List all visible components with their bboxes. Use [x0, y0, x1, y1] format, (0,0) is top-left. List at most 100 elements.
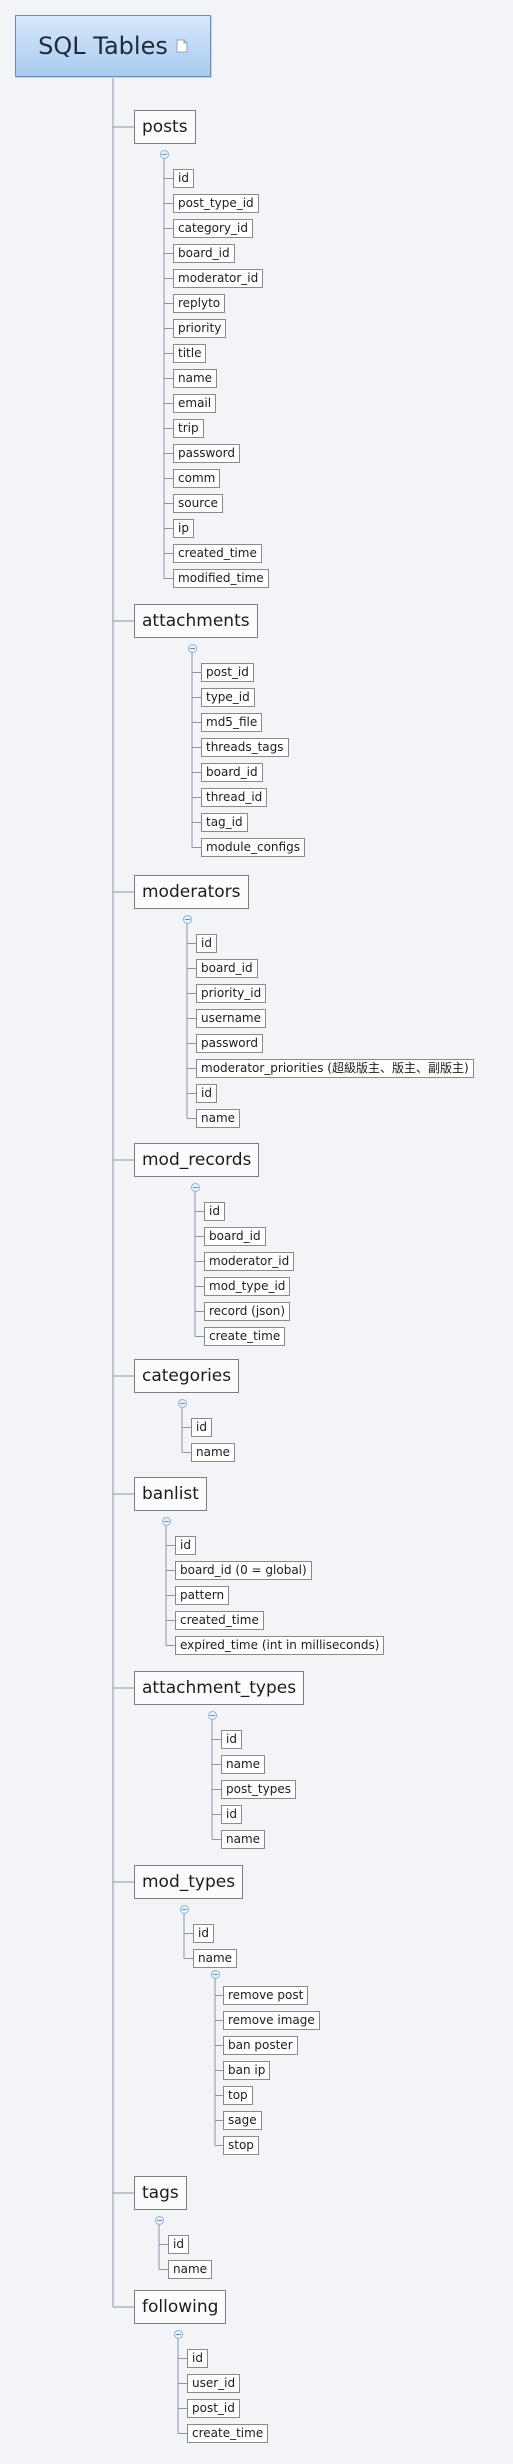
- field-expired-time[interactable]: expired_time (int in milliseconds): [175, 1636, 385, 1655]
- action-ban-poster[interactable]: ban poster: [223, 2036, 298, 2055]
- collapse-toggle-icon[interactable]: [210, 1969, 220, 1979]
- table-categories[interactable]: categories: [134, 1359, 240, 1393]
- action-remove-image[interactable]: remove image: [223, 2011, 320, 2030]
- field-priority-id[interactable]: priority_id: [196, 984, 267, 1003]
- field-threads-tags-label: threads_tags: [206, 740, 284, 754]
- field-tag-id[interactable]: tag_id: [201, 813, 248, 832]
- collapse-toggle-icon[interactable]: [159, 149, 169, 159]
- field-user-id-label: user_id: [192, 2376, 236, 2390]
- field-expired-time-label: expired_time (int in milliseconds): [180, 1638, 380, 1652]
- action-sage[interactable]: sage: [223, 2111, 262, 2130]
- collapse-toggle-icon[interactable]: [161, 1516, 171, 1526]
- collapse-toggle-icon[interactable]: [190, 1182, 200, 1192]
- field-replyto[interactable]: replyto: [173, 294, 226, 313]
- field-board-id[interactable]: board_id: [173, 244, 235, 263]
- table-posts[interactable]: posts: [134, 110, 196, 144]
- field-name[interactable]: name: [168, 2260, 213, 2279]
- field-id[interactable]: id: [173, 169, 194, 188]
- action-ban-ip[interactable]: ban ip: [223, 2061, 271, 2080]
- field-category-id[interactable]: category_id: [173, 219, 253, 238]
- field-board-id[interactable]: board_id (0 = global): [175, 1561, 312, 1580]
- field-id[interactable]: id: [168, 2235, 189, 2254]
- field-board-id[interactable]: board_id: [196, 959, 258, 978]
- field-name[interactable]: name: [191, 1443, 236, 1462]
- field-pattern[interactable]: pattern: [175, 1586, 230, 1605]
- field-post-id[interactable]: post_id: [187, 2399, 240, 2418]
- field-id[interactable]: id: [204, 1202, 225, 1221]
- field-id[interactable]: id: [193, 1924, 214, 1943]
- field-threads-tags[interactable]: threads_tags: [201, 738, 289, 757]
- action-top[interactable]: top: [223, 2086, 253, 2105]
- collapse-toggle-icon[interactable]: [177, 1398, 187, 1408]
- field-user-id[interactable]: user_id: [187, 2374, 241, 2393]
- field-name[interactable]: name: [173, 369, 218, 388]
- field-name[interactable]: name: [221, 1830, 266, 1849]
- root-node[interactable]: SQL Tables: [15, 15, 211, 77]
- field-comm[interactable]: comm: [173, 469, 221, 488]
- field-mod-type-id[interactable]: mod_type_id: [204, 1277, 291, 1296]
- field-id[interactable]: id: [187, 2349, 208, 2368]
- table-banlist[interactable]: banlist: [134, 1477, 207, 1511]
- field-moderator-id[interactable]: moderator_id: [173, 269, 264, 288]
- field-replyto-label: replyto: [178, 296, 221, 310]
- field-thread-id[interactable]: thread_id: [201, 788, 268, 807]
- field-username[interactable]: username: [196, 1009, 266, 1028]
- table-mod-records[interactable]: mod_records: [134, 1143, 260, 1177]
- field-password[interactable]: password: [173, 444, 240, 463]
- field-modified-time[interactable]: modified_time: [173, 569, 269, 588]
- field-id[interactable]: id: [196, 1084, 217, 1103]
- field-title[interactable]: title: [173, 344, 207, 363]
- table-tags[interactable]: tags: [134, 2176, 187, 2210]
- field-ip-label: ip: [178, 521, 189, 535]
- table-moderators[interactable]: moderators: [134, 875, 249, 909]
- collapse-toggle-icon[interactable]: [154, 2215, 164, 2225]
- field-source[interactable]: source: [173, 494, 223, 513]
- table-tags-label: tags: [142, 2183, 179, 2203]
- action-stop[interactable]: stop: [223, 2136, 259, 2155]
- field-ip[interactable]: ip: [173, 519, 194, 538]
- field-post-types[interactable]: post_types: [221, 1780, 296, 1799]
- field-post-type-id[interactable]: post_type_id: [173, 194, 259, 213]
- field-moderator-id[interactable]: moderator_id: [204, 1252, 295, 1271]
- table-attachments[interactable]: attachments: [134, 604, 258, 638]
- field-board-id[interactable]: board_id: [204, 1227, 266, 1246]
- field-moderator-priorities[interactable]: moderator_priorities (超級版主、版主、副版主): [196, 1059, 474, 1078]
- field-name[interactable]: name: [221, 1755, 266, 1774]
- field-board-id[interactable]: board_id: [201, 763, 263, 782]
- table-following[interactable]: following: [134, 2290, 227, 2324]
- field-id[interactable]: id: [175, 1536, 196, 1555]
- field-created-time[interactable]: created_time: [173, 544, 262, 563]
- field-pattern-label: pattern: [180, 1588, 225, 1602]
- field-md5-file[interactable]: md5_file: [201, 713, 263, 732]
- field-name-label: name: [173, 2262, 208, 2276]
- collapse-toggle-icon[interactable]: [187, 643, 197, 653]
- table-attachment-types[interactable]: attachment_types: [134, 1671, 305, 1705]
- field-module-configs[interactable]: module_configs: [201, 838, 305, 857]
- collapse-toggle-icon[interactable]: [182, 914, 192, 924]
- field-priority[interactable]: priority: [173, 319, 227, 338]
- field-post-id[interactable]: post_id: [201, 663, 254, 682]
- collapse-toggle-icon[interactable]: [173, 2329, 183, 2339]
- field-email[interactable]: email: [173, 394, 217, 413]
- field-id[interactable]: id: [221, 1730, 242, 1749]
- field-name[interactable]: name: [196, 1109, 241, 1128]
- action-remove-post[interactable]: remove post: [223, 1986, 309, 2005]
- field-id[interactable]: id: [196, 934, 217, 953]
- field-password[interactable]: password: [196, 1034, 263, 1053]
- field-type-id[interactable]: type_id: [201, 688, 255, 707]
- field-id[interactable]: id: [191, 1418, 212, 1437]
- field-id[interactable]: id: [221, 1805, 242, 1824]
- collapse-toggle-icon[interactable]: [179, 1904, 189, 1914]
- field-create-time[interactable]: create_time: [187, 2424, 269, 2443]
- field-create-time[interactable]: create_time: [204, 1327, 286, 1346]
- table-attachment-types-label: attachment_types: [142, 1678, 297, 1698]
- table-mod-types[interactable]: mod_types: [134, 1865, 244, 1899]
- field-record[interactable]: record (json): [204, 1302, 291, 1321]
- field-module-configs-label: module_configs: [206, 840, 300, 854]
- field-trip[interactable]: trip: [173, 419, 204, 438]
- collapse-toggle-icon[interactable]: [207, 1710, 217, 1720]
- field-id-label: id: [192, 2351, 203, 2365]
- field-created-time[interactable]: created_time: [175, 1611, 264, 1630]
- field-name[interactable]: name: [193, 1949, 238, 1968]
